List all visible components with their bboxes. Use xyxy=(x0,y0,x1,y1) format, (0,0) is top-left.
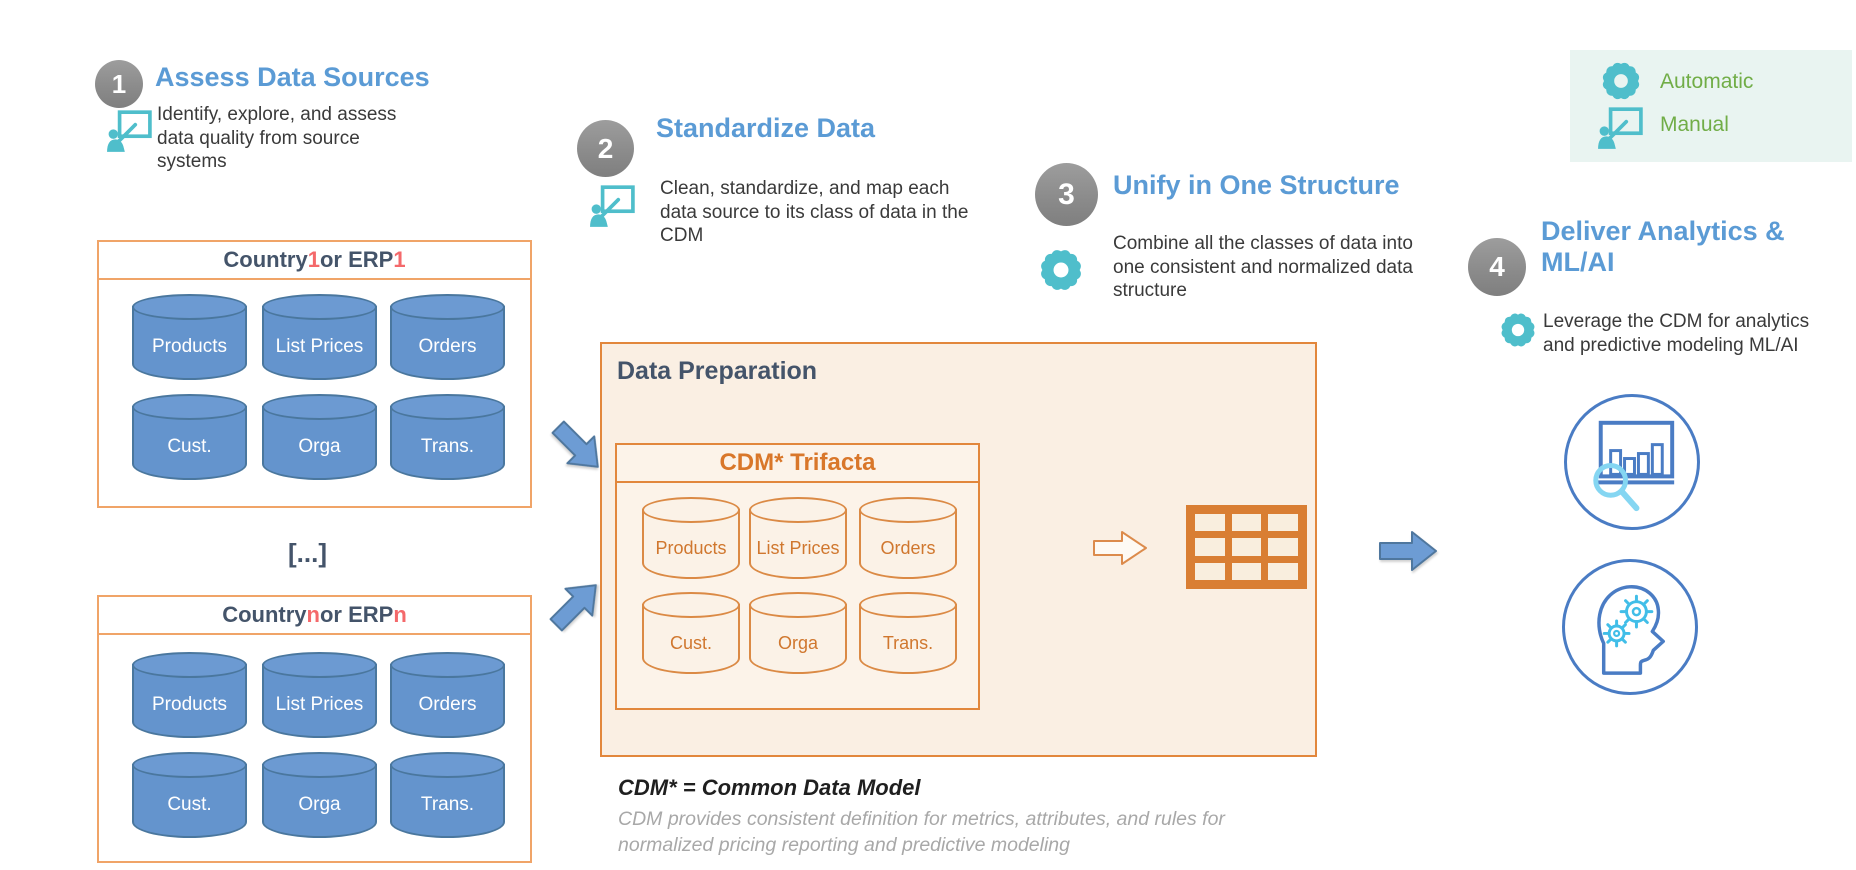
footnote-line1: CDM provides consistent definition for m… xyxy=(618,808,1225,830)
step1-number: 1 xyxy=(111,68,127,99)
country-1-box: Country 1 or ERP 1 Products List Prices … xyxy=(97,240,532,508)
db-cylinder: Orders xyxy=(390,294,505,380)
db-cylinder-label: Trans. xyxy=(882,632,934,653)
db-cylinder-label: Orga xyxy=(298,436,341,458)
db-cylinder-label: Products xyxy=(152,336,227,358)
db-cylinder: List Prices xyxy=(262,652,377,738)
db-cylinder-label: Cust. xyxy=(167,436,212,458)
db-cylinder: List Prices xyxy=(262,294,377,380)
manual-icon xyxy=(1598,107,1643,149)
step1-number-circle: 1 xyxy=(95,60,143,108)
gear-icon xyxy=(1041,250,1081,290)
db-cylinder-label: Orga xyxy=(777,632,819,653)
db-cylinder: Products xyxy=(132,652,247,738)
country-1-title-num2: 1 xyxy=(393,247,406,272)
db-cylinder-label: Products xyxy=(655,537,727,558)
step4-title: Deliver Analytics & ML/AI xyxy=(1541,216,1785,278)
db-cylinder-label: Trans. xyxy=(420,794,475,816)
db-cylinder: Trans. xyxy=(390,752,505,838)
arrow-down-right-icon xyxy=(551,420,599,468)
db-cylinder-label: Orders xyxy=(418,336,477,358)
cdm-trifacta-box: CDM* Trifacta Products List Prices Order… xyxy=(615,443,980,710)
db-cylinder: Cust. xyxy=(132,394,247,480)
db-cylinder: Cust. xyxy=(642,592,740,674)
country-1-header: Country 1 or ERP 1 xyxy=(99,242,530,280)
db-cylinder: List Prices xyxy=(749,497,847,579)
db-cylinder: Trans. xyxy=(390,394,505,480)
hollow-arrow-right-icon xyxy=(1093,531,1147,565)
db-cylinder-label: Cust. xyxy=(669,632,712,653)
db-cylinder: Orga xyxy=(262,752,377,838)
country-n-title-mid: or ERP xyxy=(319,602,394,627)
step1-title: Assess Data Sources xyxy=(155,62,430,92)
arrow-up-right-icon xyxy=(549,584,597,632)
country-n-title-prefix: Country xyxy=(222,602,307,627)
step2-description: Clean, standardize, and map each data so… xyxy=(660,178,969,247)
manual-icon xyxy=(590,185,635,227)
db-cylinder: Trans. xyxy=(859,592,957,674)
country-1-title-mid: or ERP xyxy=(319,247,394,272)
country-1-title-prefix: Country xyxy=(223,247,308,272)
footnote-line2: normalized pricing reporting and predict… xyxy=(618,834,1070,856)
footnote-title: CDM* = Common Data Model xyxy=(618,775,921,800)
arrow-right-icon xyxy=(1379,531,1437,571)
country-n-title-num1: n xyxy=(306,602,320,627)
db-cylinder: Products xyxy=(642,497,740,579)
db-cylinder: Orders xyxy=(859,497,957,579)
db-cylinder-label: Orga xyxy=(298,794,341,816)
bar-chart-magnifier-icon xyxy=(1593,420,1675,512)
manual-icon xyxy=(107,110,152,152)
step4-number-circle: 4 xyxy=(1468,238,1526,296)
step3-description: Combine all the classes of data into one… xyxy=(1113,233,1413,302)
step3-number-circle: 3 xyxy=(1035,163,1098,226)
db-cylinder: Orga xyxy=(262,394,377,480)
db-cylinder-label: Products xyxy=(152,694,227,716)
db-cylinder-label: List Prices xyxy=(275,694,364,716)
step2-number: 2 xyxy=(597,132,614,164)
step2-title: Standardize Data xyxy=(656,113,876,143)
db-cylinder-label: List Prices xyxy=(275,336,364,358)
gear-icon xyxy=(1501,313,1535,347)
ellipsis-label: [...] xyxy=(288,538,327,568)
step4-description: Leverage the CDM for analytics and predi… xyxy=(1543,311,1810,356)
step1-description: Identify, explore, and assess data quali… xyxy=(157,104,397,173)
db-cylinder-label: Trans. xyxy=(420,436,475,458)
db-cylinder: Cust. xyxy=(132,752,247,838)
country-n-title-num2: n xyxy=(393,602,407,627)
db-cylinder: Orders xyxy=(390,652,505,738)
gear-icon xyxy=(1602,62,1640,100)
step2-number-circle: 2 xyxy=(577,120,634,177)
db-cylinder-label: Orders xyxy=(880,537,936,558)
country-1-title-num1: 1 xyxy=(307,247,320,272)
country-n-box: Country n or ERP n Products List Prices … xyxy=(97,595,532,863)
db-cylinder: Orga xyxy=(749,592,847,674)
db-cylinder-label: Orders xyxy=(418,694,477,716)
head-gears-icon xyxy=(1597,585,1665,675)
country-n-header: Country n or ERP n xyxy=(99,597,530,635)
step3-title: Unify in One Structure xyxy=(1113,170,1400,200)
db-cylinder-label: List Prices xyxy=(756,537,840,558)
step4-number: 4 xyxy=(1489,251,1505,282)
db-cylinder: Products xyxy=(132,294,247,380)
legend-manual-label: Manual xyxy=(1660,113,1729,136)
legend-automatic-label: Automatic xyxy=(1660,70,1754,93)
db-cylinder-label: Cust. xyxy=(167,794,212,816)
unified-table-icon xyxy=(1186,505,1307,589)
data-preparation-title: Data Preparation xyxy=(617,357,818,385)
step3-number: 3 xyxy=(1058,177,1075,211)
ml-ai-circle xyxy=(1562,559,1698,695)
cdm-trifacta-title: CDM* Trifacta xyxy=(617,445,978,483)
analytics-circle xyxy=(1564,394,1700,530)
